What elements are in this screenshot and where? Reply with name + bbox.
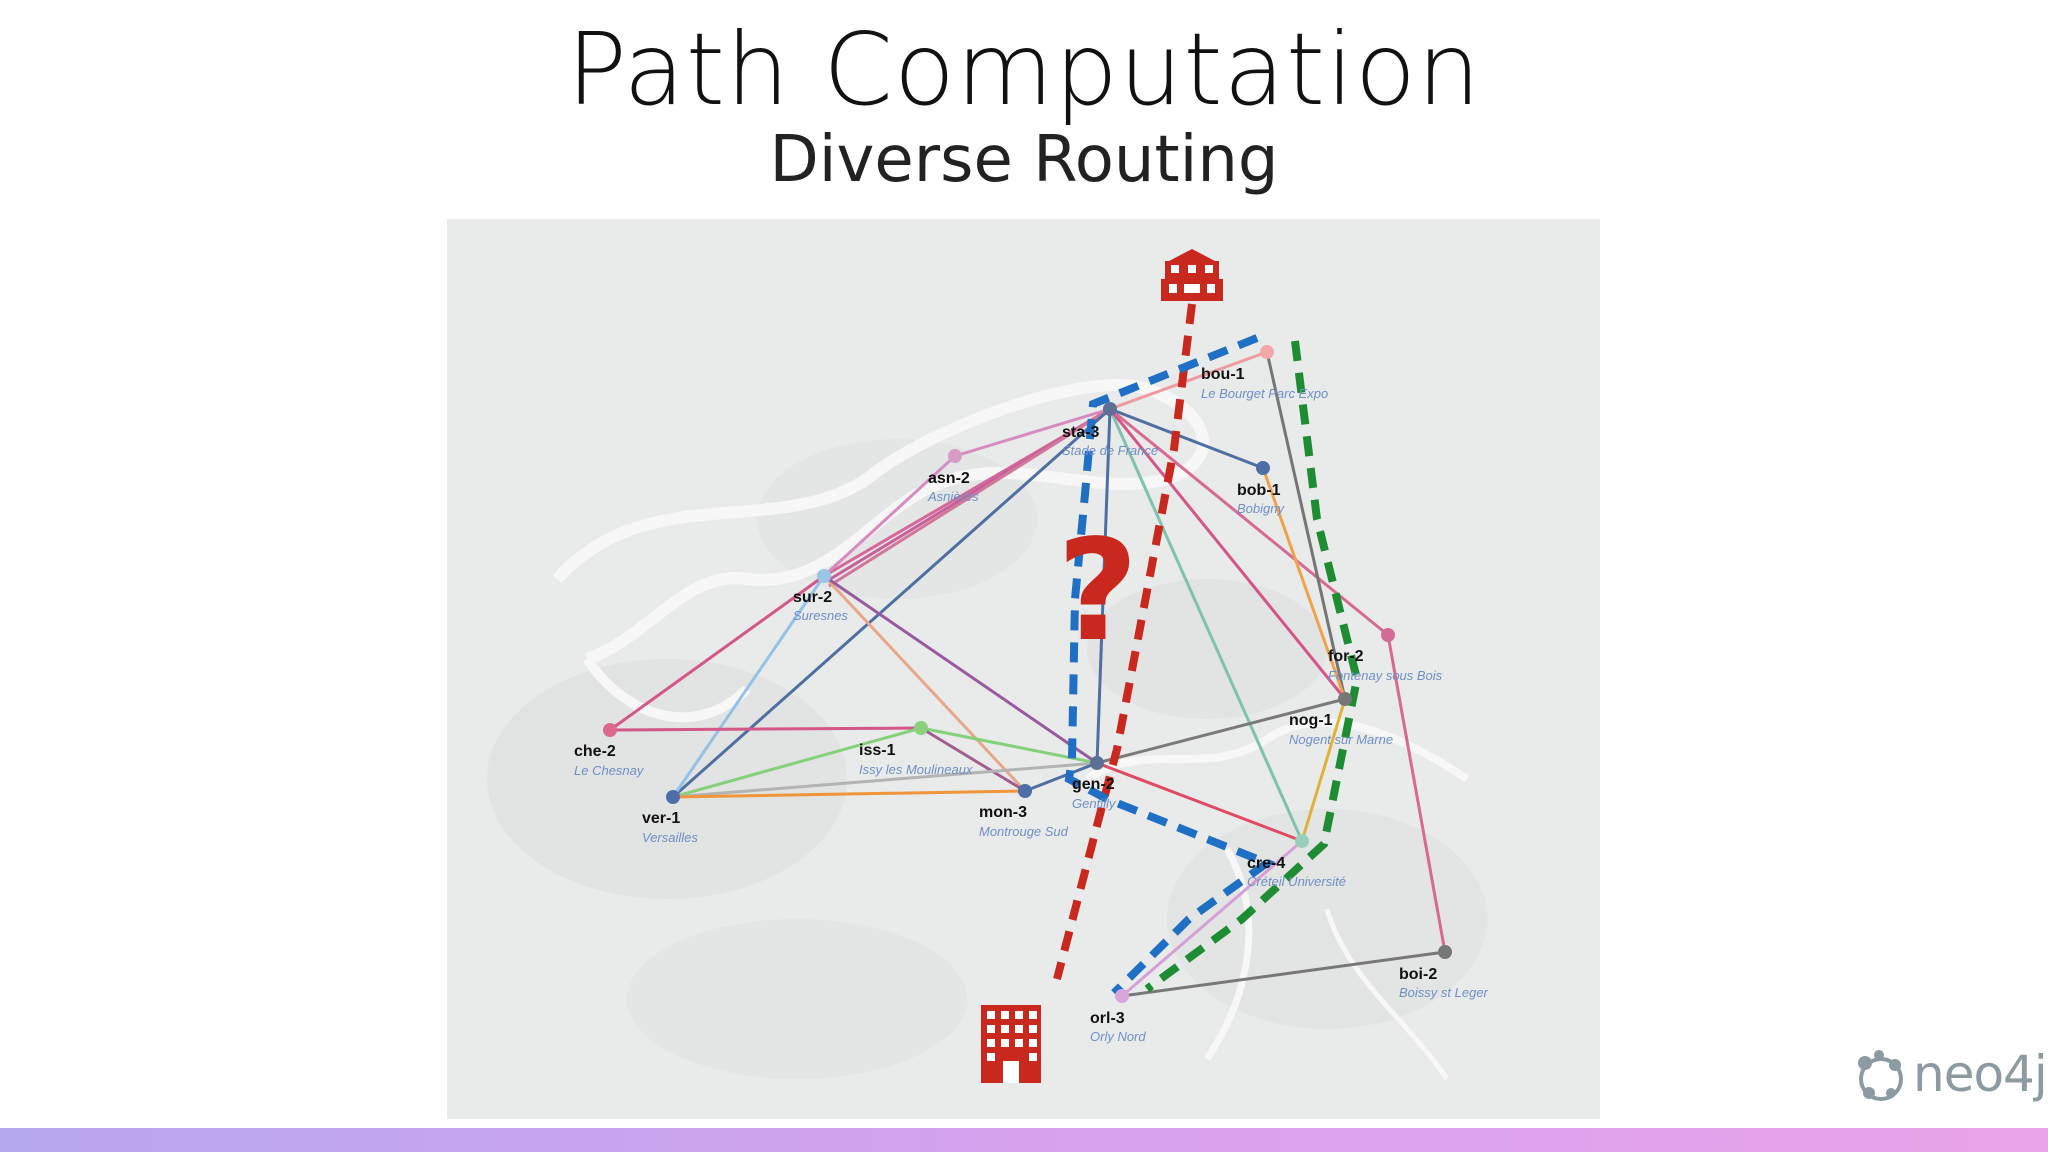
red-dashed-path <box>1053 303 1196 981</box>
node-asn-2 <box>948 449 962 463</box>
label-mon-3-id: mon-3 <box>979 804 1027 821</box>
link-gen2-cre4 <box>1096 761 1303 843</box>
link-sta3-ver1 <box>672 407 1111 799</box>
label-bob-1-id: bob-1 <box>1237 482 1281 499</box>
label-mon-3-name: Montrouge Sud <box>979 824 1069 839</box>
link-sta3-sur2c <box>828 407 1111 588</box>
node-mon-3 <box>1018 784 1032 798</box>
office-building-icon <box>981 1005 1041 1083</box>
link-east-boi2 <box>1386 634 1447 953</box>
label-gen-2-id: gen-2 <box>1072 776 1115 793</box>
link-sta3-bou1 <box>1109 350 1268 411</box>
label-bob-1-name: Bobigny <box>1237 501 1285 516</box>
node-sur-2 <box>817 569 831 583</box>
link-sta3-gen2 <box>1095 408 1112 764</box>
label-gen-2-name: Gentilly <box>1072 796 1117 811</box>
neo4j-logo: neo4j <box>1855 1045 2048 1105</box>
link-bou1-nog1 <box>1265 351 1347 700</box>
link-cre4-orl3 <box>1121 839 1303 998</box>
label-sta-3-name: Stade de France <box>1062 443 1158 458</box>
neo4j-logo-icon <box>1858 1050 1903 1101</box>
bottom-accent-bar <box>0 1128 2048 1152</box>
label-iss-1-id: iss-1 <box>859 742 896 759</box>
question-mark: ? <box>1057 510 1138 673</box>
node-bou-1 <box>1260 345 1274 359</box>
link-nog1-cre4 <box>1300 698 1347 842</box>
link-asn2-sur2 <box>822 454 957 578</box>
link-sta3-bob1 <box>1109 407 1264 470</box>
link-iss1-gen2 <box>920 726 1098 765</box>
link-sur2-gen2 <box>823 574 1098 765</box>
link-sur2-mon3 <box>822 574 1027 793</box>
label-for-2-name: Fontenay sous Bois <box>1328 668 1443 683</box>
link-sta3-east <box>1109 407 1389 637</box>
blue-dashed-path <box>1064 334 1276 996</box>
map-background <box>447 219 1600 1119</box>
label-orl-3-name: Orly Nord <box>1090 1029 1146 1044</box>
node-ver-1 <box>666 790 680 804</box>
network-nodes <box>603 345 1452 1003</box>
network-links <box>609 350 1447 998</box>
slide-subtitle: Diverse Routing <box>769 123 1279 197</box>
link-sta3-asn2 <box>954 407 1111 458</box>
label-sur-2-name: Suresnes <box>793 608 848 623</box>
label-for-2-id: for-2 <box>1328 648 1364 665</box>
label-bou-1-id: bou-1 <box>1201 366 1245 383</box>
link-che2-iss1 <box>609 726 922 732</box>
link-orl3-boi2 <box>1121 950 1446 998</box>
label-boi-2-name: Boissy st Leger <box>1399 985 1489 1000</box>
node-labels: bou-1 Le Bourget Parc Expo sta-3 Stade d… <box>574 366 1489 1044</box>
label-asn-2-id: asn-2 <box>928 470 970 487</box>
label-cre-4-id: cre-4 <box>1247 855 1285 872</box>
node-iss-1 <box>914 721 928 735</box>
link-sta3-cre4 <box>1108 408 1304 842</box>
node-orl-3 <box>1115 989 1129 1003</box>
node-boi-2 <box>1438 945 1452 959</box>
link-iss1-mon3 <box>920 726 1026 793</box>
green-dashed-path <box>1144 340 1362 993</box>
diverse-paths <box>1053 303 1362 996</box>
label-sur-2-id: sur-2 <box>793 589 832 606</box>
link-ver1-gen2 <box>672 761 1098 799</box>
node-gen-2 <box>1090 756 1104 770</box>
label-bou-1-name: Le Bourget Parc Expo <box>1201 386 1328 401</box>
network-map: bou-1 Le Bourget Parc Expo sta-3 Stade d… <box>447 219 1600 1119</box>
node-che-2 <box>603 723 617 737</box>
label-boi-2-id: boi-2 <box>1399 966 1437 983</box>
node-east <box>1381 628 1395 642</box>
label-cre-4-name: Créteil Université <box>1247 874 1346 889</box>
label-che-2-id: che-2 <box>574 743 616 760</box>
link-bob1-for2 <box>1261 467 1347 700</box>
link-ver1-mon3 <box>672 789 1026 799</box>
link-nog1-gen2 <box>1096 697 1346 765</box>
node-cre-4 <box>1295 834 1309 848</box>
link-sur2-che2 <box>609 574 825 732</box>
label-sta-3-id: sta-3 <box>1062 424 1099 441</box>
neo4j-logo-text: neo4j <box>1913 1045 2048 1103</box>
link-iss1-ver1 <box>672 726 922 799</box>
label-asn-2-name: Asnières <box>927 489 979 504</box>
link-mon3-gen2 <box>1024 761 1098 793</box>
node-nog-1 <box>1338 692 1352 706</box>
node-sta-3 <box>1103 402 1117 416</box>
link-sur2-ver1 <box>671 575 826 798</box>
label-nog-1-id: nog-1 <box>1289 712 1333 729</box>
label-iss-1-name: Issy les Moulineaux <box>859 762 973 777</box>
label-che-2-name: Le Chesnay <box>574 763 645 778</box>
network-diagram: bou-1 Le Bourget Parc Expo sta-3 Stade d… <box>447 219 1600 1119</box>
label-orl-3-id: orl-3 <box>1090 1010 1125 1027</box>
node-bob-1 <box>1256 461 1270 475</box>
label-nog-1-name: Nogent sur Marne <box>1289 732 1393 747</box>
link-sta3-for2 <box>1108 408 1347 700</box>
exchange-building-icon <box>1161 249 1223 301</box>
label-ver-1-name: Versailles <box>642 830 698 845</box>
slide-title: Path Computation <box>566 11 1482 128</box>
label-ver-1-id: ver-1 <box>642 810 680 827</box>
